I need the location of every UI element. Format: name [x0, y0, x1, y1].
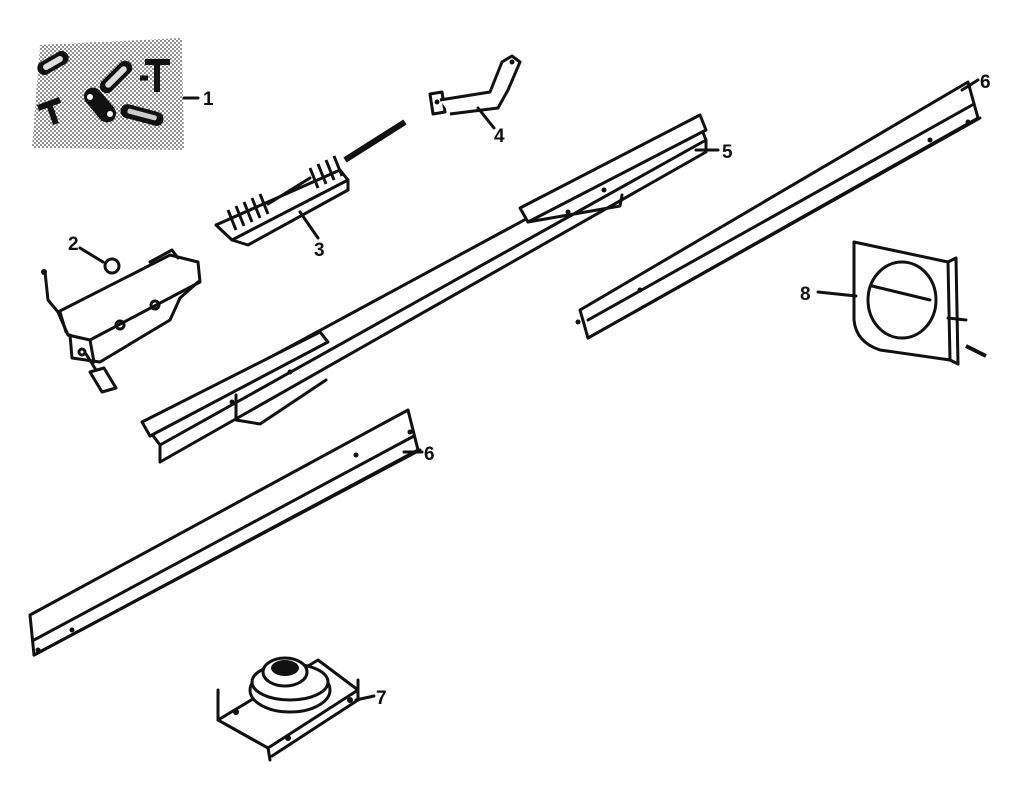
callout-8: 8: [800, 284, 811, 305]
callout-5: 5: [722, 142, 733, 163]
part-5-rail-front: 5: [140, 113, 733, 464]
part-8-cover-plate: 8: [800, 240, 987, 366]
part-4-bracket: 4: [428, 54, 522, 147]
part-3-spring-assembly: 3: [214, 119, 407, 261]
part-7-pulley-bracket: 7: [216, 656, 387, 762]
callout-2: 2: [68, 234, 79, 255]
part-1-hardware-kit: 1: [32, 38, 214, 150]
callout-4: 4: [494, 126, 505, 147]
part-6-rail-upper: 6: [575, 72, 991, 340]
callout-6-lower: 6: [424, 444, 435, 465]
callout-6-upper: 6: [980, 72, 991, 93]
part-2-trolley: 2: [41, 234, 202, 394]
callout-3: 3: [314, 240, 325, 261]
part-6-rail-lower: 6: [28, 408, 435, 657]
callout-1: 1: [203, 89, 214, 110]
callout-7: 7: [376, 688, 387, 709]
